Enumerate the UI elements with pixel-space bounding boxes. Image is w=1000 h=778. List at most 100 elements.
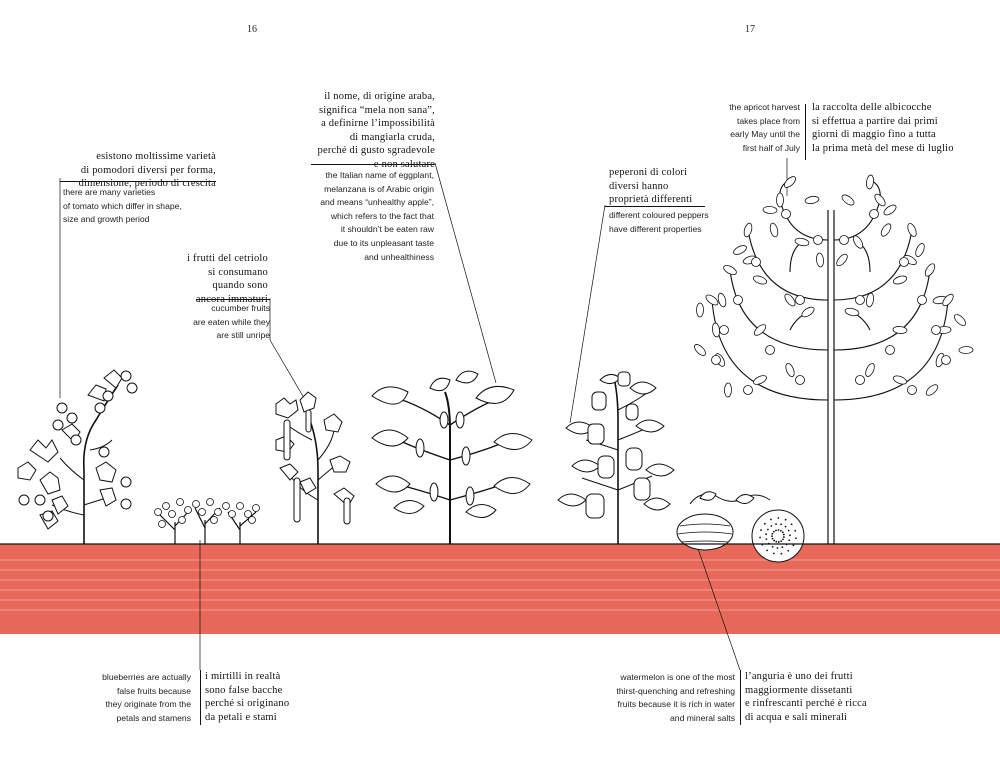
apricot-fruit: [941, 355, 951, 365]
apricot-leaf: [804, 195, 820, 205]
melon-dot: [787, 549, 790, 552]
pepper-plant: [557, 371, 675, 544]
caption-pepper-it: peperoni di colori diversi hanno proprie…: [609, 167, 693, 206]
apricot-leaf: [769, 222, 779, 238]
apricot-leaf: [915, 243, 925, 257]
caption-tomato-it: esistono moltissime varietà di pomodori …: [78, 151, 216, 190]
melon-dot: [789, 534, 791, 537]
melon-dot: [777, 529, 780, 531]
eggplant-plant: [371, 370, 533, 544]
apricot-fruit: [765, 345, 775, 355]
caption-watermelon-it: l’anguria è uno dei frutti maggiormente …: [745, 671, 867, 723]
apricot-leaf: [925, 384, 939, 396]
leader-lines: [59, 158, 788, 671]
apricot-leaf: [694, 344, 706, 356]
apricot-fruit: [795, 295, 805, 305]
apricot-leaf: [783, 176, 797, 188]
apricot-leaf: [712, 322, 720, 338]
ground-band: [0, 544, 1000, 634]
apricot-leaf: [880, 223, 892, 237]
rule-pepper: [605, 206, 705, 207]
melon-dot: [781, 546, 784, 549]
rule-cucumber: [196, 299, 270, 300]
melon-dot: [765, 533, 768, 536]
melon-dot: [772, 530, 775, 533]
melon-dot: [780, 523, 782, 526]
apricot-leaf: [958, 346, 974, 354]
rule-blueberry: [200, 670, 201, 725]
melon-dot: [794, 537, 797, 540]
melon-dot: [767, 528, 769, 531]
watermelon: [676, 491, 805, 563]
melon-dot: [765, 538, 768, 541]
apricot-leaf: [865, 363, 875, 377]
apricot-leaf: [852, 235, 864, 249]
apricot-leaf: [883, 204, 897, 216]
cucumber-fruits: [283, 409, 351, 525]
apricot-leaf: [892, 375, 908, 385]
melon-dot: [788, 539, 791, 542]
apricot-fruit: [733, 295, 743, 305]
leader-pepper: [569, 204, 606, 424]
apricot-leaves: [694, 174, 974, 398]
apricot-leaf: [816, 252, 824, 268]
apricot-leaf: [717, 292, 727, 308]
apricot-fruit: [899, 257, 909, 267]
melon-dot: [777, 517, 780, 519]
apricot-leaf: [924, 263, 936, 277]
apricot-fruit: [839, 235, 849, 245]
apricot-leaf: [892, 326, 908, 334]
rule-apricot: [805, 104, 806, 160]
watermelon-pattern: [759, 517, 797, 555]
apricot-fruit: [813, 235, 823, 245]
melon-dot: [773, 539, 776, 542]
apricot-leaf: [836, 253, 848, 267]
apricot-fruit: [795, 375, 805, 385]
rule-tomato: [60, 181, 216, 182]
caption-apricot-it: la raccolta delle albicocche si effettua…: [812, 102, 954, 154]
caption-eggplant-en: the Italian name of eggplant, melanzana …: [320, 170, 434, 262]
melon-dot: [763, 522, 766, 525]
melon-dot: [790, 523, 793, 526]
tomato-plant: [17, 369, 138, 544]
melon-dot: [773, 552, 775, 555]
melon-dot: [780, 552, 783, 555]
apricot-leaf: [733, 245, 747, 255]
tomato-fruits: [18, 370, 138, 522]
apricot-fruit: [869, 209, 879, 219]
apricot-leaf: [752, 275, 768, 285]
caption-watermelon-en: watermelon is one of the most thirst-que…: [616, 672, 735, 723]
melon-dot: [770, 525, 773, 527]
melon-dot: [780, 540, 783, 543]
melon-dot: [771, 535, 773, 538]
melon-dot: [782, 538, 784, 541]
apricot-fruit: [743, 385, 753, 395]
melon-dot: [760, 529, 762, 532]
apricot-fruit: [719, 325, 729, 335]
eggplant-fruits: [415, 411, 475, 506]
melon-dot: [779, 529, 782, 532]
melon-dot: [783, 536, 785, 538]
apricot-leaf: [753, 375, 767, 385]
apricot-fruit: [855, 295, 865, 305]
apricot-leaf: [753, 324, 767, 336]
rule-eggplant: [311, 164, 435, 165]
apricot-fruit: [781, 209, 791, 219]
melon-dot: [775, 523, 777, 526]
melon-dot: [792, 544, 795, 547]
leader-watermelon: [694, 539, 741, 671]
caption-apricot-en: the apricot harvest takes place from ear…: [729, 102, 800, 153]
blueberry-bush: [154, 498, 260, 544]
apricot-leaf: [942, 293, 954, 307]
page-number-right: 17: [745, 24, 755, 35]
apricot-tree: [694, 174, 974, 544]
apricot-leaf: [705, 294, 719, 306]
apricot-leaf: [784, 293, 796, 307]
apricot-leaf: [865, 292, 875, 308]
apricot-leaf: [874, 193, 886, 207]
apricot-leaf: [785, 362, 795, 378]
leader-eggplant: [434, 162, 497, 384]
cucumber-plant: [275, 391, 355, 544]
